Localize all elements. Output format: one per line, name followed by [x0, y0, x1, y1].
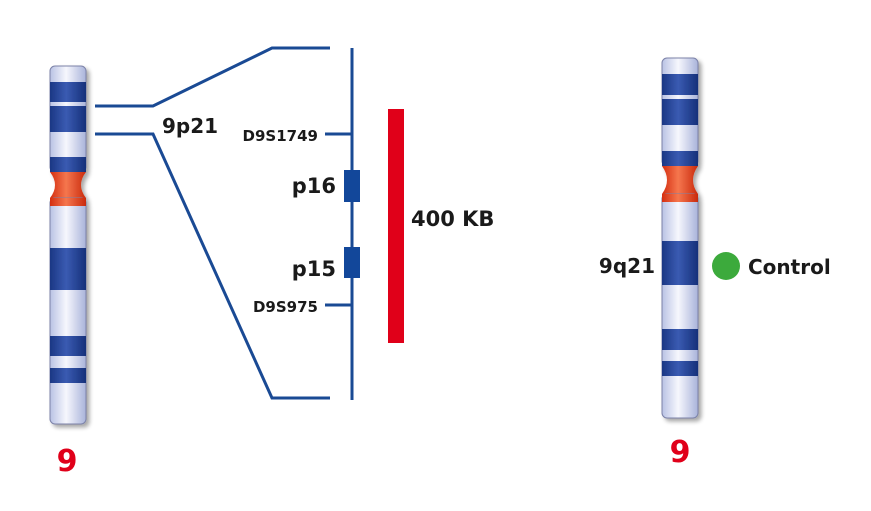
left-chromosome-9	[49, 65, 87, 425]
region-label-9p21: 9p21	[162, 114, 218, 138]
gene-block-p15	[344, 247, 360, 278]
right-chromosome-number: 9	[670, 435, 691, 470]
right-centromere	[662, 166, 698, 194]
probe-span-label: 400 KB	[411, 207, 494, 231]
magnified-axis	[325, 48, 354, 400]
red-probe-bar	[388, 109, 404, 343]
left-centromere	[50, 172, 86, 198]
region-label-9q21: 9q21	[599, 254, 655, 278]
marker-label-d9s975: D9S975	[253, 298, 318, 316]
zoom-lines	[95, 46, 330, 400]
gene-label-p15: p15	[292, 257, 336, 281]
marker-label-d9s1749: D9S1749	[243, 127, 318, 145]
control-probe-dot	[712, 252, 740, 280]
left-chromosome-number: 9	[57, 444, 78, 479]
gene-block-p16	[344, 170, 360, 202]
control-label: Control	[748, 255, 831, 279]
right-chromosome-9	[661, 57, 699, 419]
gene-label-p16: p16	[292, 174, 336, 198]
